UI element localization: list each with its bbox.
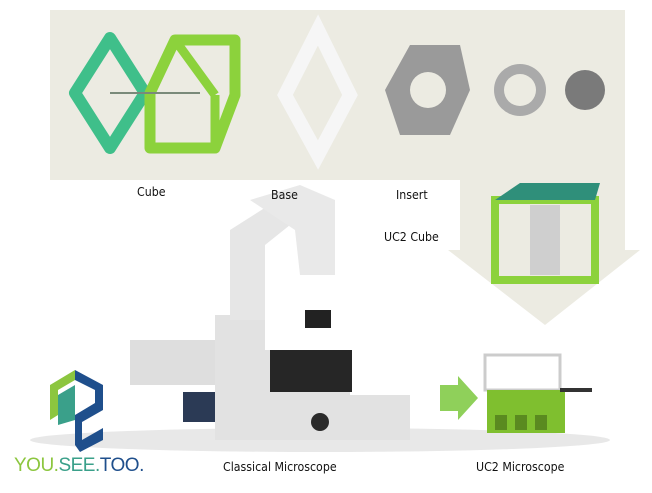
arrow-icon xyxy=(440,376,478,420)
classical-microscope-image xyxy=(30,185,610,452)
uc2-cube-label: UC2 Cube xyxy=(384,230,439,244)
base-label: Base xyxy=(271,188,298,202)
classical-microscope-label: Classical Microscope xyxy=(223,460,337,474)
uc2-cube-image xyxy=(491,183,600,284)
brand-slogan: YOU.SEE.TOO. xyxy=(14,455,144,476)
insert-label: Insert xyxy=(396,188,428,202)
uc2-microscope-image xyxy=(483,353,592,433)
uc2-microscope-label: UC2 Microscope xyxy=(476,460,565,474)
uc2-logo-icon xyxy=(50,370,103,452)
cube-label: Cube xyxy=(137,185,166,199)
insert-part xyxy=(385,45,605,135)
base-part xyxy=(277,14,358,170)
cube-part xyxy=(69,32,241,154)
